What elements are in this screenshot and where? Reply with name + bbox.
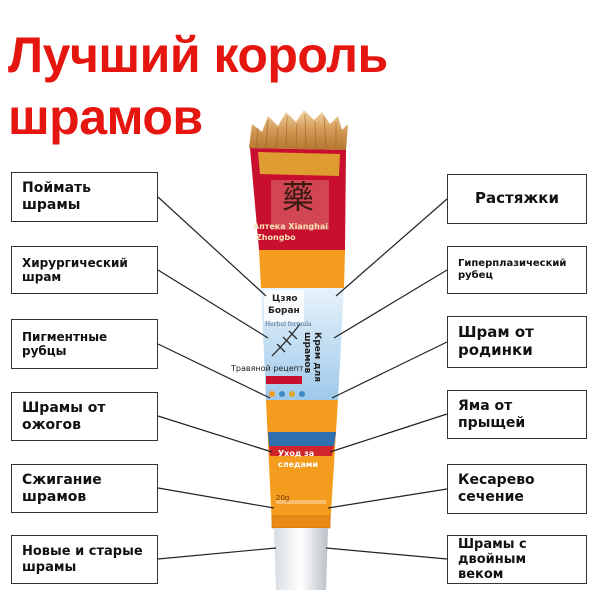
- recipe-text: Травяной рецепт: [231, 364, 304, 373]
- formula-text: Herbal formula: [265, 321, 312, 328]
- callout-surgical-scar: Хирургический шрам: [11, 246, 158, 294]
- product-name-line-1: Цзяо: [272, 294, 298, 304]
- leader-lines-right: [325, 198, 448, 560]
- headline-line-1: Лучший король: [8, 27, 388, 83]
- callout-burning-scars: Сжигание шрамов: [11, 464, 158, 513]
- callout-burn-scars: Шрамы от ожогов: [11, 392, 158, 441]
- callout-c-section: Кесарево сечение: [447, 464, 587, 514]
- headline-line-2: шрамов: [8, 89, 203, 145]
- weight-text: 20g: [276, 494, 290, 502]
- feature-icons-strip: [269, 391, 305, 397]
- callout-mole-scar: Шрам от родинки: [447, 316, 587, 368]
- brush-bristles: [249, 110, 348, 150]
- brand-name-line-1: Аптека Xianghai: [253, 222, 328, 231]
- product-type-line-2: шрамов: [302, 332, 312, 374]
- product-type-vertical: Крем для шрамов: [302, 332, 322, 382]
- tube-cap: [274, 528, 328, 590]
- callout-new-old-scars: Новые и старые шрамы: [11, 535, 158, 584]
- product-type-line-1: Крем для: [312, 332, 322, 383]
- callout-hyperplastic-scar: Гиперплазический рубец: [447, 246, 587, 294]
- callout-double-eyelid-scars: Шрамы с двойным веком: [447, 535, 587, 584]
- callout-stretch-marks: Растяжки: [447, 174, 587, 224]
- leader-lines-left: [157, 196, 277, 560]
- callout-pigmented-scars: Пигментные рубцы: [11, 319, 158, 369]
- care-text-line-1: Уход за: [278, 449, 315, 458]
- scar-stitch-icon: [271, 323, 301, 357]
- callout-catch-scars: Поймать шрамы: [11, 172, 158, 222]
- brand-seal-glyph: 藥: [282, 178, 315, 216]
- tube-orange-band: [259, 250, 345, 288]
- care-text-line-2: следами: [278, 460, 319, 469]
- brand-name-line-2: Zhongbo: [256, 233, 296, 242]
- product-name-line-2: Боран: [268, 306, 300, 316]
- callout-acne-pit: Яма от прыщей: [447, 390, 587, 439]
